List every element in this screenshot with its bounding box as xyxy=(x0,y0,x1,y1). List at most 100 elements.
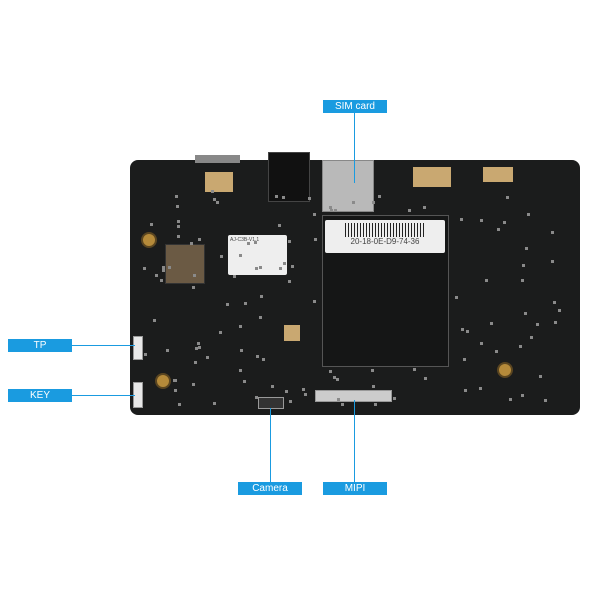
smd-component xyxy=(553,320,557,324)
smd-component xyxy=(143,352,147,356)
smd-component xyxy=(238,368,242,372)
key-label: KEY xyxy=(8,389,72,402)
smd-component xyxy=(479,219,483,223)
smd-component xyxy=(374,402,378,406)
sd-card-slot xyxy=(268,152,310,202)
smd-component xyxy=(152,319,156,323)
smd-component xyxy=(283,262,287,266)
smd-component xyxy=(232,274,236,278)
module-label: AJ-C3B-V1.1 xyxy=(228,235,287,275)
smd-component xyxy=(352,201,356,205)
module-id-text: AJ-C3B-V1.1 xyxy=(230,237,260,243)
smd-component xyxy=(337,397,341,401)
smd-component xyxy=(166,349,170,353)
mounting-hole xyxy=(497,362,513,378)
smd-component xyxy=(246,242,250,246)
smd-component xyxy=(162,269,166,273)
smd-component xyxy=(466,330,470,334)
smd-component xyxy=(313,213,317,217)
smd-component xyxy=(340,402,344,406)
mipi-connector xyxy=(315,390,392,402)
mounting-hole xyxy=(141,232,157,248)
smd-component xyxy=(282,195,286,199)
smd-component xyxy=(167,266,171,270)
smd-component xyxy=(329,206,333,210)
camera-callout-line xyxy=(270,408,271,483)
smd-component xyxy=(212,198,216,202)
smd-component xyxy=(178,402,182,406)
mounting-hole xyxy=(155,373,171,389)
smd-component xyxy=(527,212,531,216)
smd-component xyxy=(240,349,244,353)
smd-component xyxy=(193,360,197,364)
smd-component xyxy=(271,385,275,389)
smd-component xyxy=(413,368,417,372)
smd-component xyxy=(378,195,382,199)
tp-label: TP xyxy=(8,339,72,352)
smd-component xyxy=(502,221,506,225)
smd-component xyxy=(543,398,547,402)
smd-component xyxy=(333,209,337,213)
smd-component xyxy=(307,196,311,200)
smd-component xyxy=(370,368,374,372)
smd-component xyxy=(485,278,489,282)
smd-component xyxy=(173,379,177,383)
smd-component xyxy=(197,345,201,349)
smd-component xyxy=(314,237,318,241)
gold-pad xyxy=(483,167,513,182)
smd-component xyxy=(490,322,494,326)
smd-component xyxy=(478,386,482,390)
smd-component xyxy=(239,253,243,257)
smd-component xyxy=(177,235,181,239)
smd-component xyxy=(524,312,528,316)
smd-component xyxy=(519,345,523,349)
smd-component xyxy=(496,228,500,232)
smd-component xyxy=(198,238,202,242)
smd-component xyxy=(302,388,306,392)
smd-component xyxy=(462,358,466,362)
key-callout-line xyxy=(72,395,135,396)
smd-component xyxy=(226,303,230,307)
smd-component xyxy=(215,200,219,204)
smd-component xyxy=(196,342,200,346)
smd-component xyxy=(336,377,340,381)
smd-component xyxy=(193,273,197,277)
smd-component xyxy=(206,356,210,360)
smd-component xyxy=(177,220,181,224)
smd-component xyxy=(262,357,266,361)
smd-component xyxy=(525,246,529,250)
smd-component xyxy=(328,370,332,374)
smd-component xyxy=(285,390,289,393)
smd-component xyxy=(191,285,195,289)
smd-component xyxy=(160,278,164,282)
smd-component xyxy=(538,374,542,378)
wifi-module xyxy=(165,244,205,284)
smd-component xyxy=(277,224,281,228)
smd-component xyxy=(333,375,337,379)
smd-component xyxy=(552,300,556,304)
smd-component xyxy=(258,315,262,319)
smd-component xyxy=(210,190,214,194)
smd-component xyxy=(256,354,260,358)
smd-component xyxy=(372,201,376,205)
smd-component xyxy=(521,264,525,268)
smd-component xyxy=(150,223,154,227)
sim-card-label: SIM card xyxy=(323,100,387,113)
smd-component xyxy=(423,376,427,380)
smd-component xyxy=(289,400,293,404)
smd-component xyxy=(459,218,463,222)
camera-connector xyxy=(258,397,284,409)
smd-component xyxy=(464,388,468,392)
smd-component xyxy=(213,401,217,405)
sim-callout-line xyxy=(354,113,355,183)
smd-component xyxy=(558,309,562,313)
tp-callout-line xyxy=(72,345,135,346)
smd-component xyxy=(479,342,483,346)
smd-component xyxy=(422,206,426,210)
smd-component xyxy=(550,259,554,263)
smd-component xyxy=(550,230,554,234)
smd-component xyxy=(535,323,539,327)
smd-component xyxy=(260,294,264,298)
gold-pad xyxy=(413,167,451,187)
